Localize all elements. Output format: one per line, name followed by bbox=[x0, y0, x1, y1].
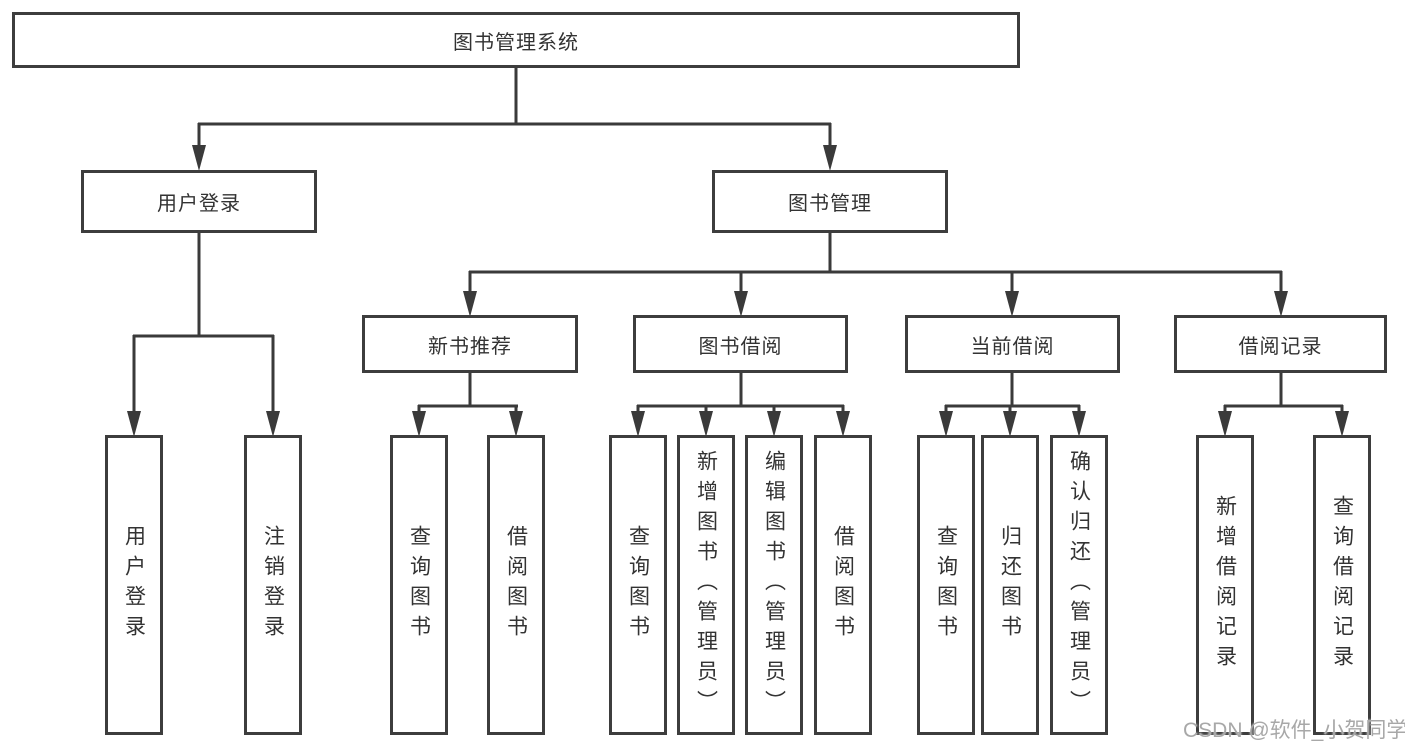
leaf-records-query-record: 查询借阅记录 bbox=[1313, 435, 1371, 735]
leaf-borrow-edit-books-admin: 编辑图书（管理员） bbox=[745, 435, 803, 735]
node-book-management: 图书管理 bbox=[712, 170, 948, 233]
connector-borrow-records-to-leaves bbox=[1218, 371, 1349, 437]
leaf-user-login: 用户登录 bbox=[105, 435, 163, 735]
node-label: 图书管理 bbox=[788, 193, 872, 215]
connector-book-borrow-to-leaves bbox=[631, 371, 850, 437]
leaf-records-add-record: 新增借阅记录 bbox=[1196, 435, 1254, 735]
connector-new-book-rec-to-leaves bbox=[412, 371, 523, 437]
leaf-borrow-borrow-books: 借阅图书 bbox=[814, 435, 872, 735]
node-label: 注销登录 bbox=[261, 525, 285, 645]
leaf-logout: 注销登录 bbox=[244, 435, 302, 735]
node-label: 查询图书 bbox=[934, 525, 958, 645]
node-label: 新增图书（管理员） bbox=[694, 450, 718, 720]
leaf-borrow-add-books-admin: 新增图书（管理员） bbox=[677, 435, 735, 735]
node-book-borrow: 图书借阅 bbox=[633, 315, 848, 373]
node-label: 新增借阅记录 bbox=[1213, 495, 1237, 675]
connector-book-mgmt-to-level3 bbox=[463, 231, 1288, 317]
node-label: 借阅记录 bbox=[1238, 335, 1323, 358]
leaf-recommend-borrow-books: 借阅图书 bbox=[487, 435, 545, 735]
node-borrow-records: 借阅记录 bbox=[1174, 315, 1387, 373]
connector-current-borrow-to-leaves bbox=[939, 371, 1086, 437]
node-new-book-recommend: 新书推荐 bbox=[362, 315, 578, 373]
connector-user-login-to-leaves bbox=[127, 231, 280, 437]
node-label: 归还图书 bbox=[998, 525, 1022, 645]
node-user-login: 用户登录 bbox=[81, 170, 317, 233]
node-label: 借阅图书 bbox=[831, 525, 855, 645]
connector-root-to-level2 bbox=[192, 66, 837, 171]
node-label: 查询图书 bbox=[626, 525, 650, 645]
node-current-borrow: 当前借阅 bbox=[905, 315, 1120, 373]
leaf-current-confirm-return-admin: 确认归还（管理员） bbox=[1050, 435, 1108, 735]
leaf-current-query-books: 查询图书 bbox=[917, 435, 975, 735]
node-label: 查询图书 bbox=[407, 525, 431, 645]
node-root: 图书管理系统 bbox=[12, 12, 1020, 68]
node-label: 确认归还（管理员） bbox=[1067, 450, 1091, 720]
leaf-borrow-query-books: 查询图书 bbox=[609, 435, 667, 735]
node-label: 编辑图书（管理员） bbox=[762, 450, 786, 720]
leaf-current-return-books: 归还图书 bbox=[981, 435, 1039, 735]
leaf-recommend-query-books: 查询图书 bbox=[390, 435, 448, 735]
node-label: 查询借阅记录 bbox=[1330, 495, 1354, 675]
csdn-watermark: CSDN @软件_小贺同学 bbox=[1183, 719, 1405, 742]
node-label: 当前借阅 bbox=[970, 335, 1055, 358]
node-label: 图书管理系统 bbox=[453, 31, 579, 54]
node-label: 用户登录 bbox=[122, 525, 146, 645]
node-label: 图书借阅 bbox=[698, 335, 783, 358]
node-label: 用户登录 bbox=[157, 193, 241, 215]
node-label: 借阅图书 bbox=[504, 525, 528, 645]
node-label: 新书推荐 bbox=[428, 335, 512, 358]
